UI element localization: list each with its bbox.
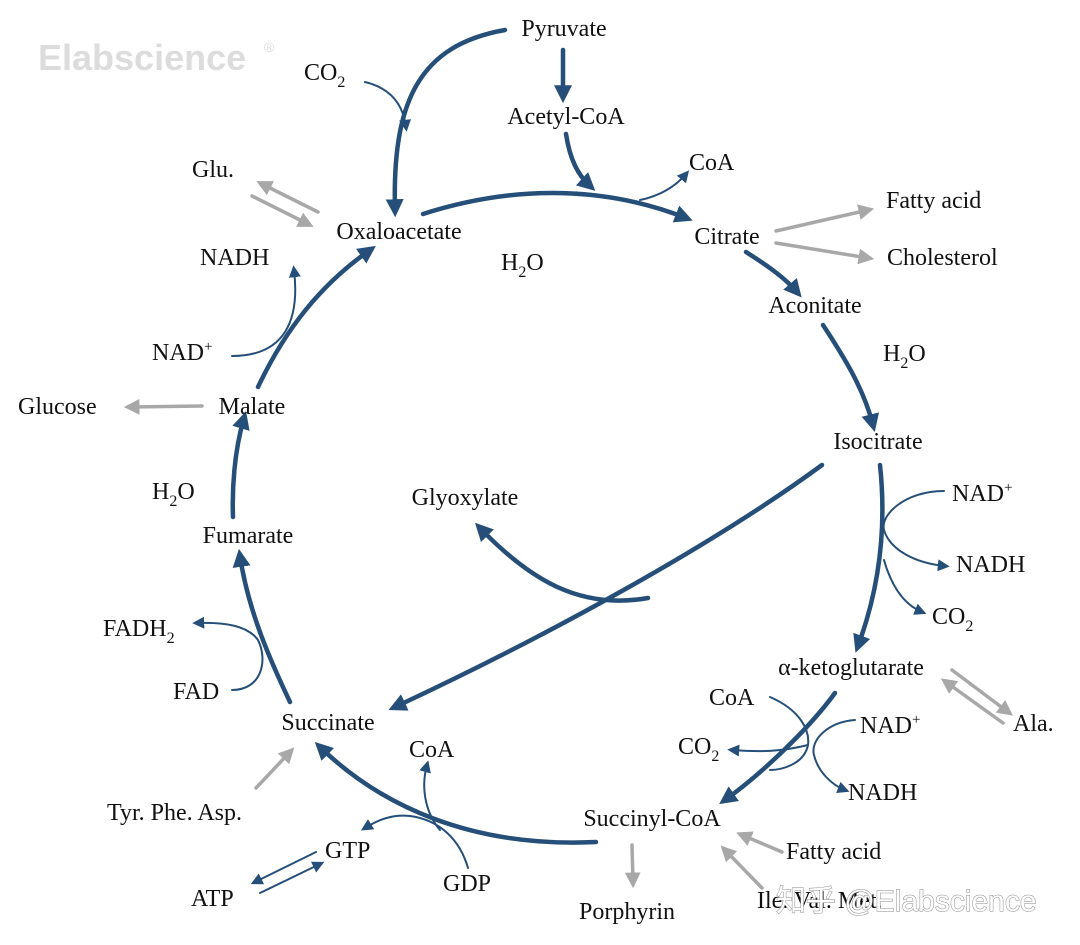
label-coa-succinate: CoA [409, 737, 455, 763]
arrow-alpha-ketoglutarate-to-ala [950, 668, 1014, 716]
node-fumarate: Fumarate [203, 523, 294, 549]
arrow-nad-to-nadh-at-isocitrate [882, 490, 950, 572]
arrow-fumarate-to-malate [230, 411, 250, 520]
arrow-gdp-to-gtp [360, 814, 469, 869]
arrow-fatty-acid-to-succinyl-coa [736, 831, 784, 854]
arrow-co2-released-at-alpha-ketoglutarate [727, 744, 809, 757]
node-glyoxylate: Glyoxylate [412, 485, 519, 511]
label-gdp: GDP [443, 871, 491, 897]
node-pyruvate: Pyruvate [521, 16, 606, 42]
cofactor-labels: CO2 CoA H2O H2O NADH NAD+ H2O NAD+ NADH … [103, 60, 1025, 912]
arrow-glyoxylate-branch [475, 522, 651, 603]
label-coa-citrate: CoA [689, 150, 735, 176]
arrow-atp-to-gtp [259, 861, 325, 894]
label-nad-alpha-ketoglutarate: NAD+ [860, 712, 920, 739]
label-coa-alpha-ketoglutarate: CoA [709, 685, 755, 711]
label-fatty-acid-succinyl-coa: Fatty acid [786, 839, 881, 865]
node-alpha-ketoglutarate: α-ketoglutarate [778, 655, 924, 681]
label-glucose: Glucose [18, 394, 97, 420]
arrow-succinyl-coa-to-succinate [314, 741, 599, 845]
node-citrate: Citrate [694, 224, 759, 250]
label-co2-alpha-ketoglutarate: CO2 [678, 734, 719, 765]
arrow-citrate-to-cholesterol [774, 241, 875, 265]
label-nad-isocitrate: NAD+ [952, 480, 1012, 507]
label-fadh2: FADH2 [103, 616, 175, 647]
arrow-succinyl-coa-to-porphyrin [624, 843, 641, 889]
label-h2o-fumarate: H2O [152, 479, 195, 510]
label-ile-val-met: Ile. Val. Met. [757, 888, 883, 914]
label-fad: FAD [173, 679, 219, 705]
label-co2-isocitrate: CO2 [932, 604, 973, 635]
arrow-ile-val-met-to-succinyl-coa [720, 845, 764, 890]
label-cholesterol: Cholesterol [887, 245, 998, 271]
arrow-tyr-phe-asp-to-succinate [254, 747, 295, 790]
node-oxaloacetate: Oxaloacetate [336, 219, 461, 245]
label-tyr-phe-asp: Tyr. Phe. Asp. [107, 800, 242, 826]
arrow-coa-released-at-succinate-step [419, 760, 441, 831]
node-succinyl-coa: Succinyl-CoA [583, 806, 721, 832]
branch-arrows [123, 181, 1014, 890]
label-gtp: GTP [325, 838, 370, 864]
label-nadh-isocitrate: NADH [956, 552, 1025, 578]
label-h2o-aconitate: H2O [883, 341, 926, 372]
label-nadh-alpha-ketoglutarate: NADH [848, 780, 917, 806]
arrow-aconitate-to-isocitrate [820, 322, 880, 432]
label-ala: Ala. [1013, 711, 1054, 737]
arrow-citrate-to-aconitate [743, 249, 802, 298]
node-acetyl-coa: Acetyl-CoA [507, 104, 625, 130]
label-co2-top: CO2 [304, 60, 345, 91]
arrow-co2-released-at-isocitrate [883, 559, 927, 615]
arrow-pyruvate-to-oxaloacetate [385, 27, 508, 218]
node-isocitrate: Isocitrate [833, 429, 922, 455]
label-nadh-malate: NADH [200, 245, 269, 271]
label-fatty-acid-citrate: Fatty acid [886, 188, 981, 214]
cycle-intermediates: Pyruvate Acetyl-CoA Citrate Aconitate Is… [203, 16, 924, 832]
brand-logo-registered-mark: ® [264, 39, 275, 55]
label-porphyrin: Porphyrin [579, 899, 675, 925]
arrow-citrate-to-fatty-acid [774, 204, 875, 233]
arrow-oxaloacetate-to-citrate [420, 190, 693, 223]
label-nad-malate: NAD+ [152, 339, 212, 366]
arrow-coa-released-at-citrate [639, 170, 690, 201]
arrow-succinate-to-fumarate [232, 548, 293, 705]
branch-labels: Glu. Fatty acid Cholesterol Glucose Ala.… [18, 157, 1054, 925]
arrow-nad-to-nadh-at-malate [231, 265, 301, 357]
watermark-text: 知乎 @Elabscience [776, 885, 1037, 918]
label-glu: Glu. [192, 157, 234, 183]
arrow-isocitrate-to-alpha-ketoglutarate [853, 462, 885, 653]
arrow-glu-to-oxaloacetate [250, 194, 314, 227]
label-h2o-oxaloacetate: H2O [501, 250, 544, 281]
arrow-gtp-to-atp [250, 851, 317, 885]
arrow-co2-into-pyruvate-carboxylation [364, 81, 412, 132]
arrow-ala-to-alpha-ketoglutarate [940, 678, 1005, 725]
arrow-malate-to-glucose [123, 398, 204, 415]
node-succinate: Succinate [281, 710, 374, 736]
arrow-alpha-ketoglutarate-to-succinyl-coa [719, 690, 838, 805]
brand-logo-text: Elabscience [38, 37, 246, 78]
node-malate: Malate [219, 394, 286, 420]
brand-logo: Elabscience ® [38, 37, 275, 78]
cofactor-arrows [192, 81, 950, 894]
node-aconitate: Aconitate [768, 293, 861, 319]
arrow-isocitrate-to-succinate [388, 462, 825, 711]
arrow-acetyl-coa-to-citrate [563, 131, 596, 191]
arrow-fad-to-fadh2 [192, 616, 264, 691]
label-atp: ATP [191, 886, 234, 912]
arrow-nad-to-nadh-at-alpha-ketoglutarate [812, 719, 856, 794]
arrow-malate-to-oxaloacetate [255, 245, 376, 390]
arrow-oxaloacetate-to-glu [256, 181, 320, 214]
